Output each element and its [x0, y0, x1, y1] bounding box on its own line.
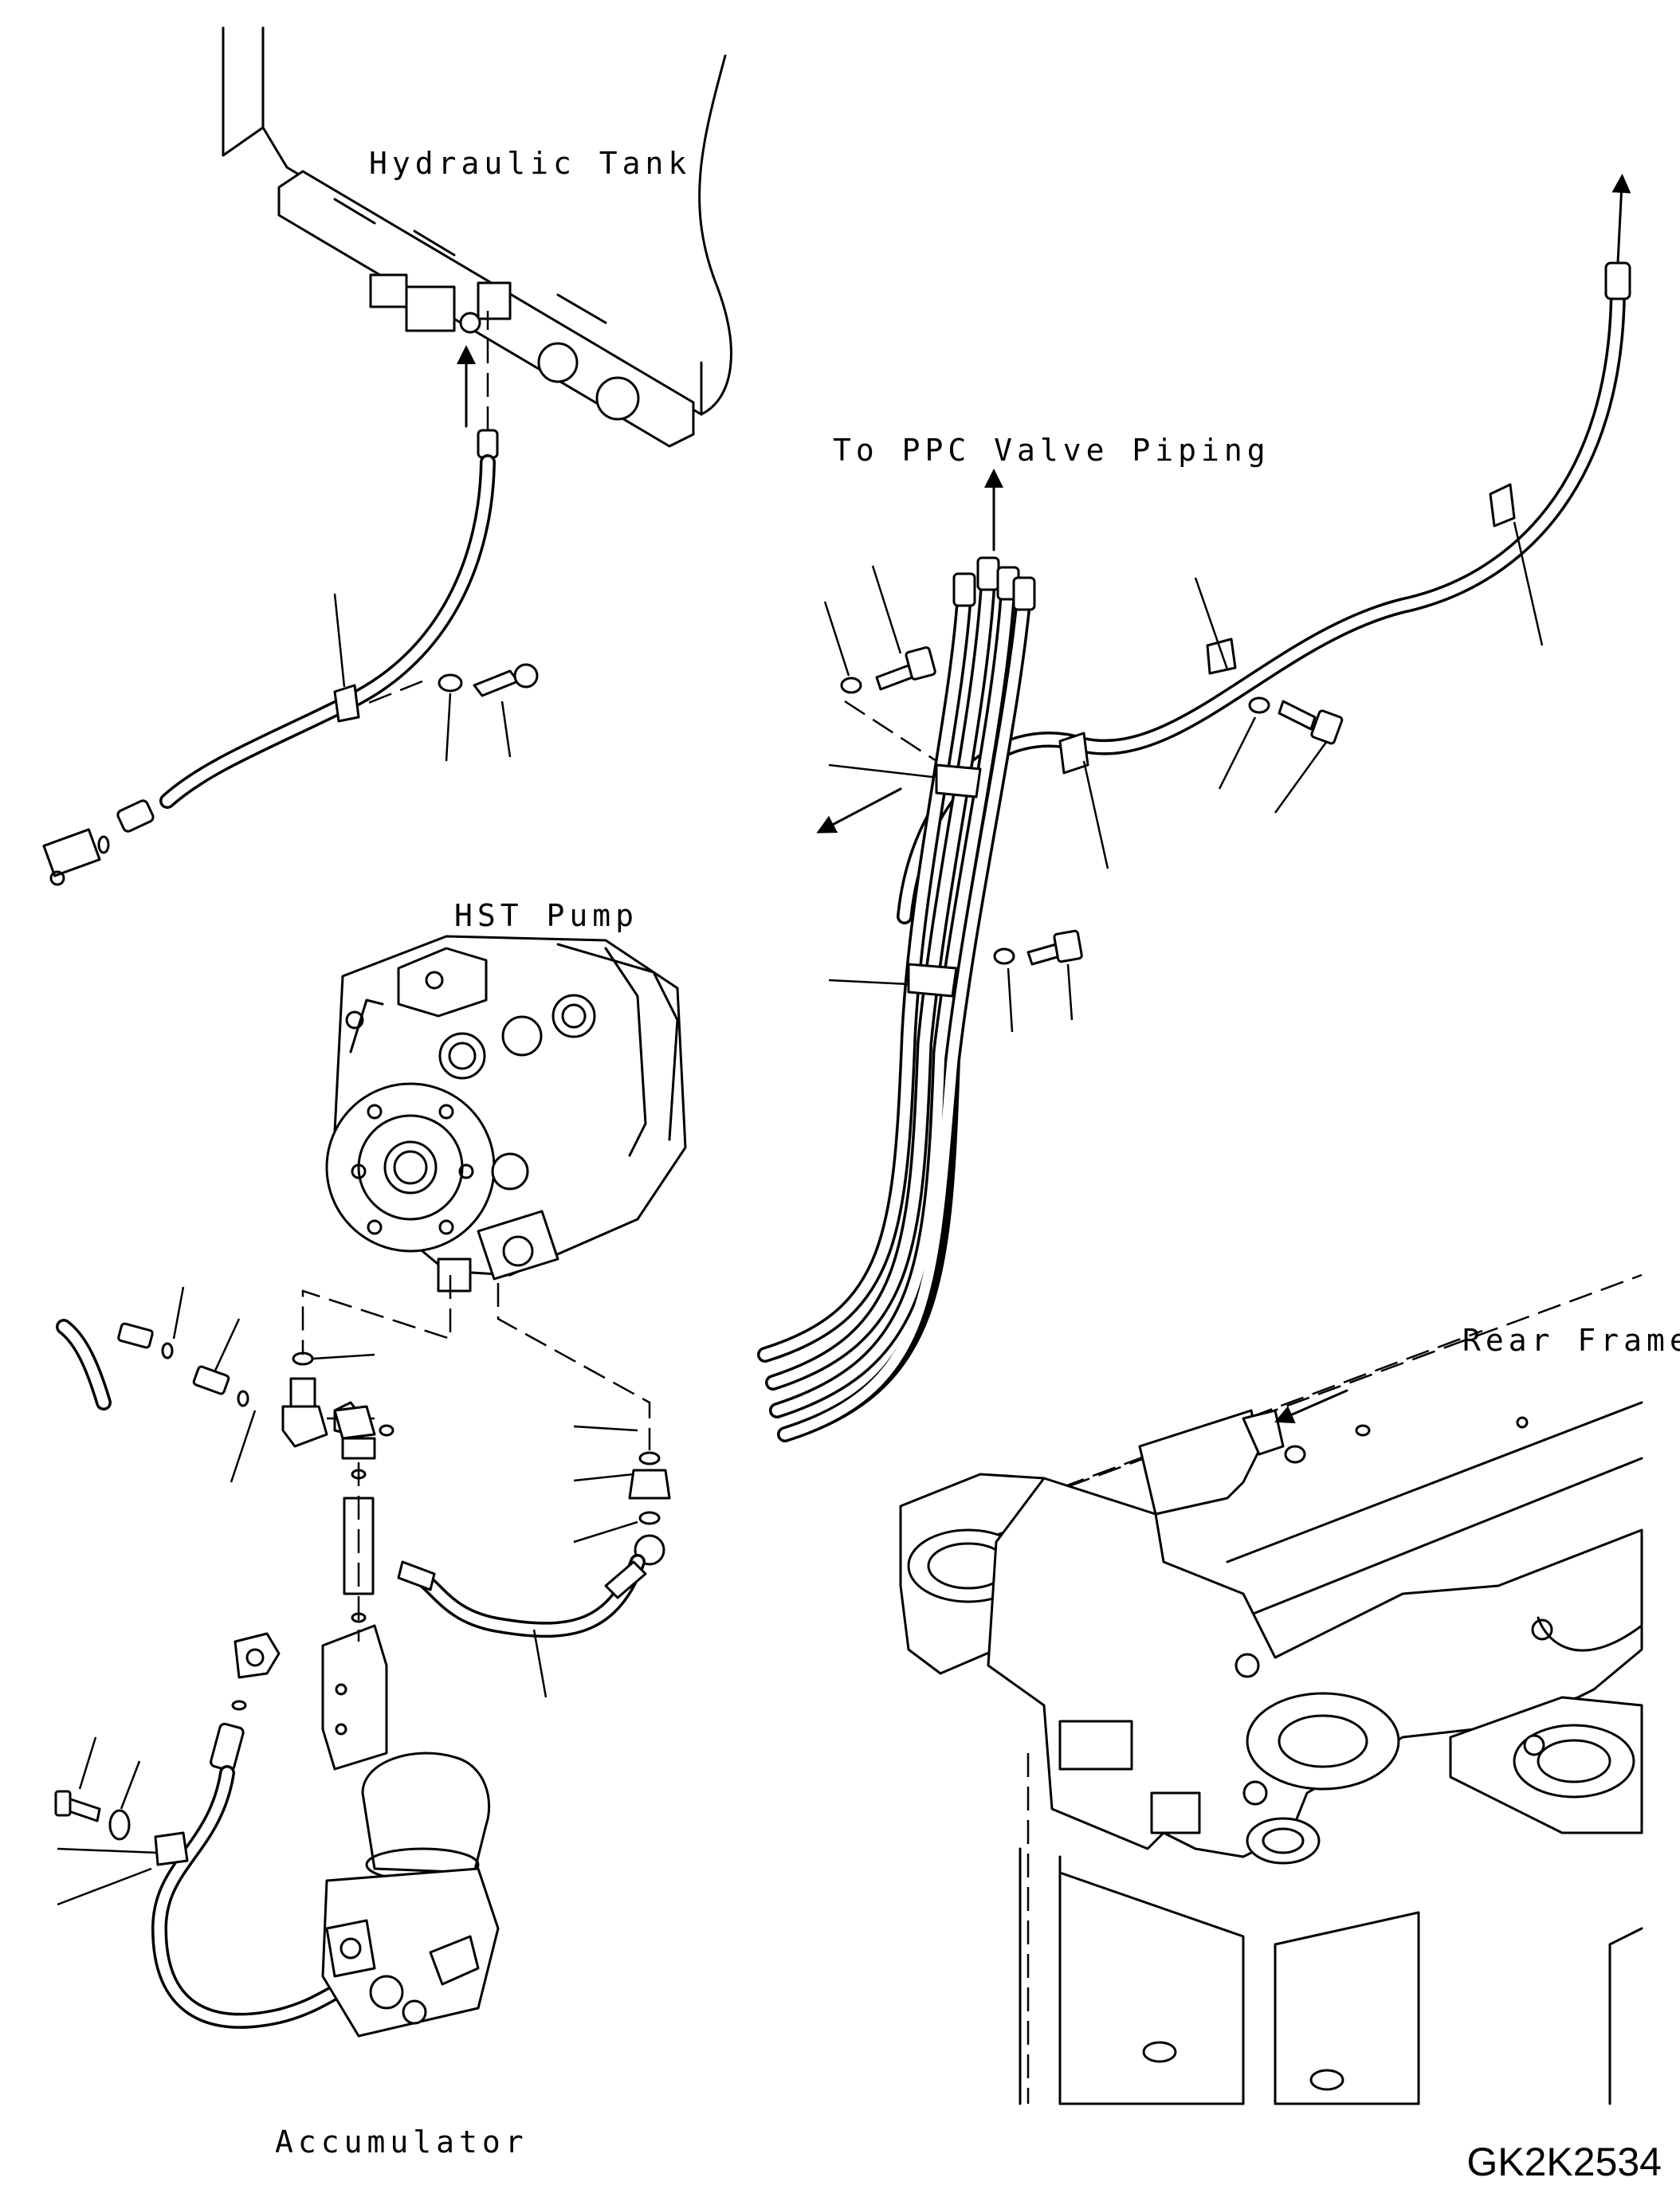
ppc-valve-label: To PPC Valve Piping: [833, 433, 1270, 468]
pump-outlet-hose: [321, 1401, 647, 1771]
accumulator-label: Accumulator: [275, 2124, 528, 2160]
ppc-hose-bundle: [757, 261, 1631, 1442]
hydraulic-tank: [222, 26, 732, 448]
tank-return-hose: [42, 429, 539, 886]
rear-frame: [899, 1273, 1643, 2105]
hst-pump-label: HST Pump: [454, 898, 638, 933]
hst-pump: [325, 935, 687, 1293]
drawing-code: GK2K2534: [1466, 2140, 1662, 2184]
hydraulic-tank-label: Hydraulic Tank: [369, 146, 691, 181]
rear-frame-label: Rear Frame: [1462, 1323, 1680, 1358]
accumulator-assembly: [54, 1632, 500, 2038]
